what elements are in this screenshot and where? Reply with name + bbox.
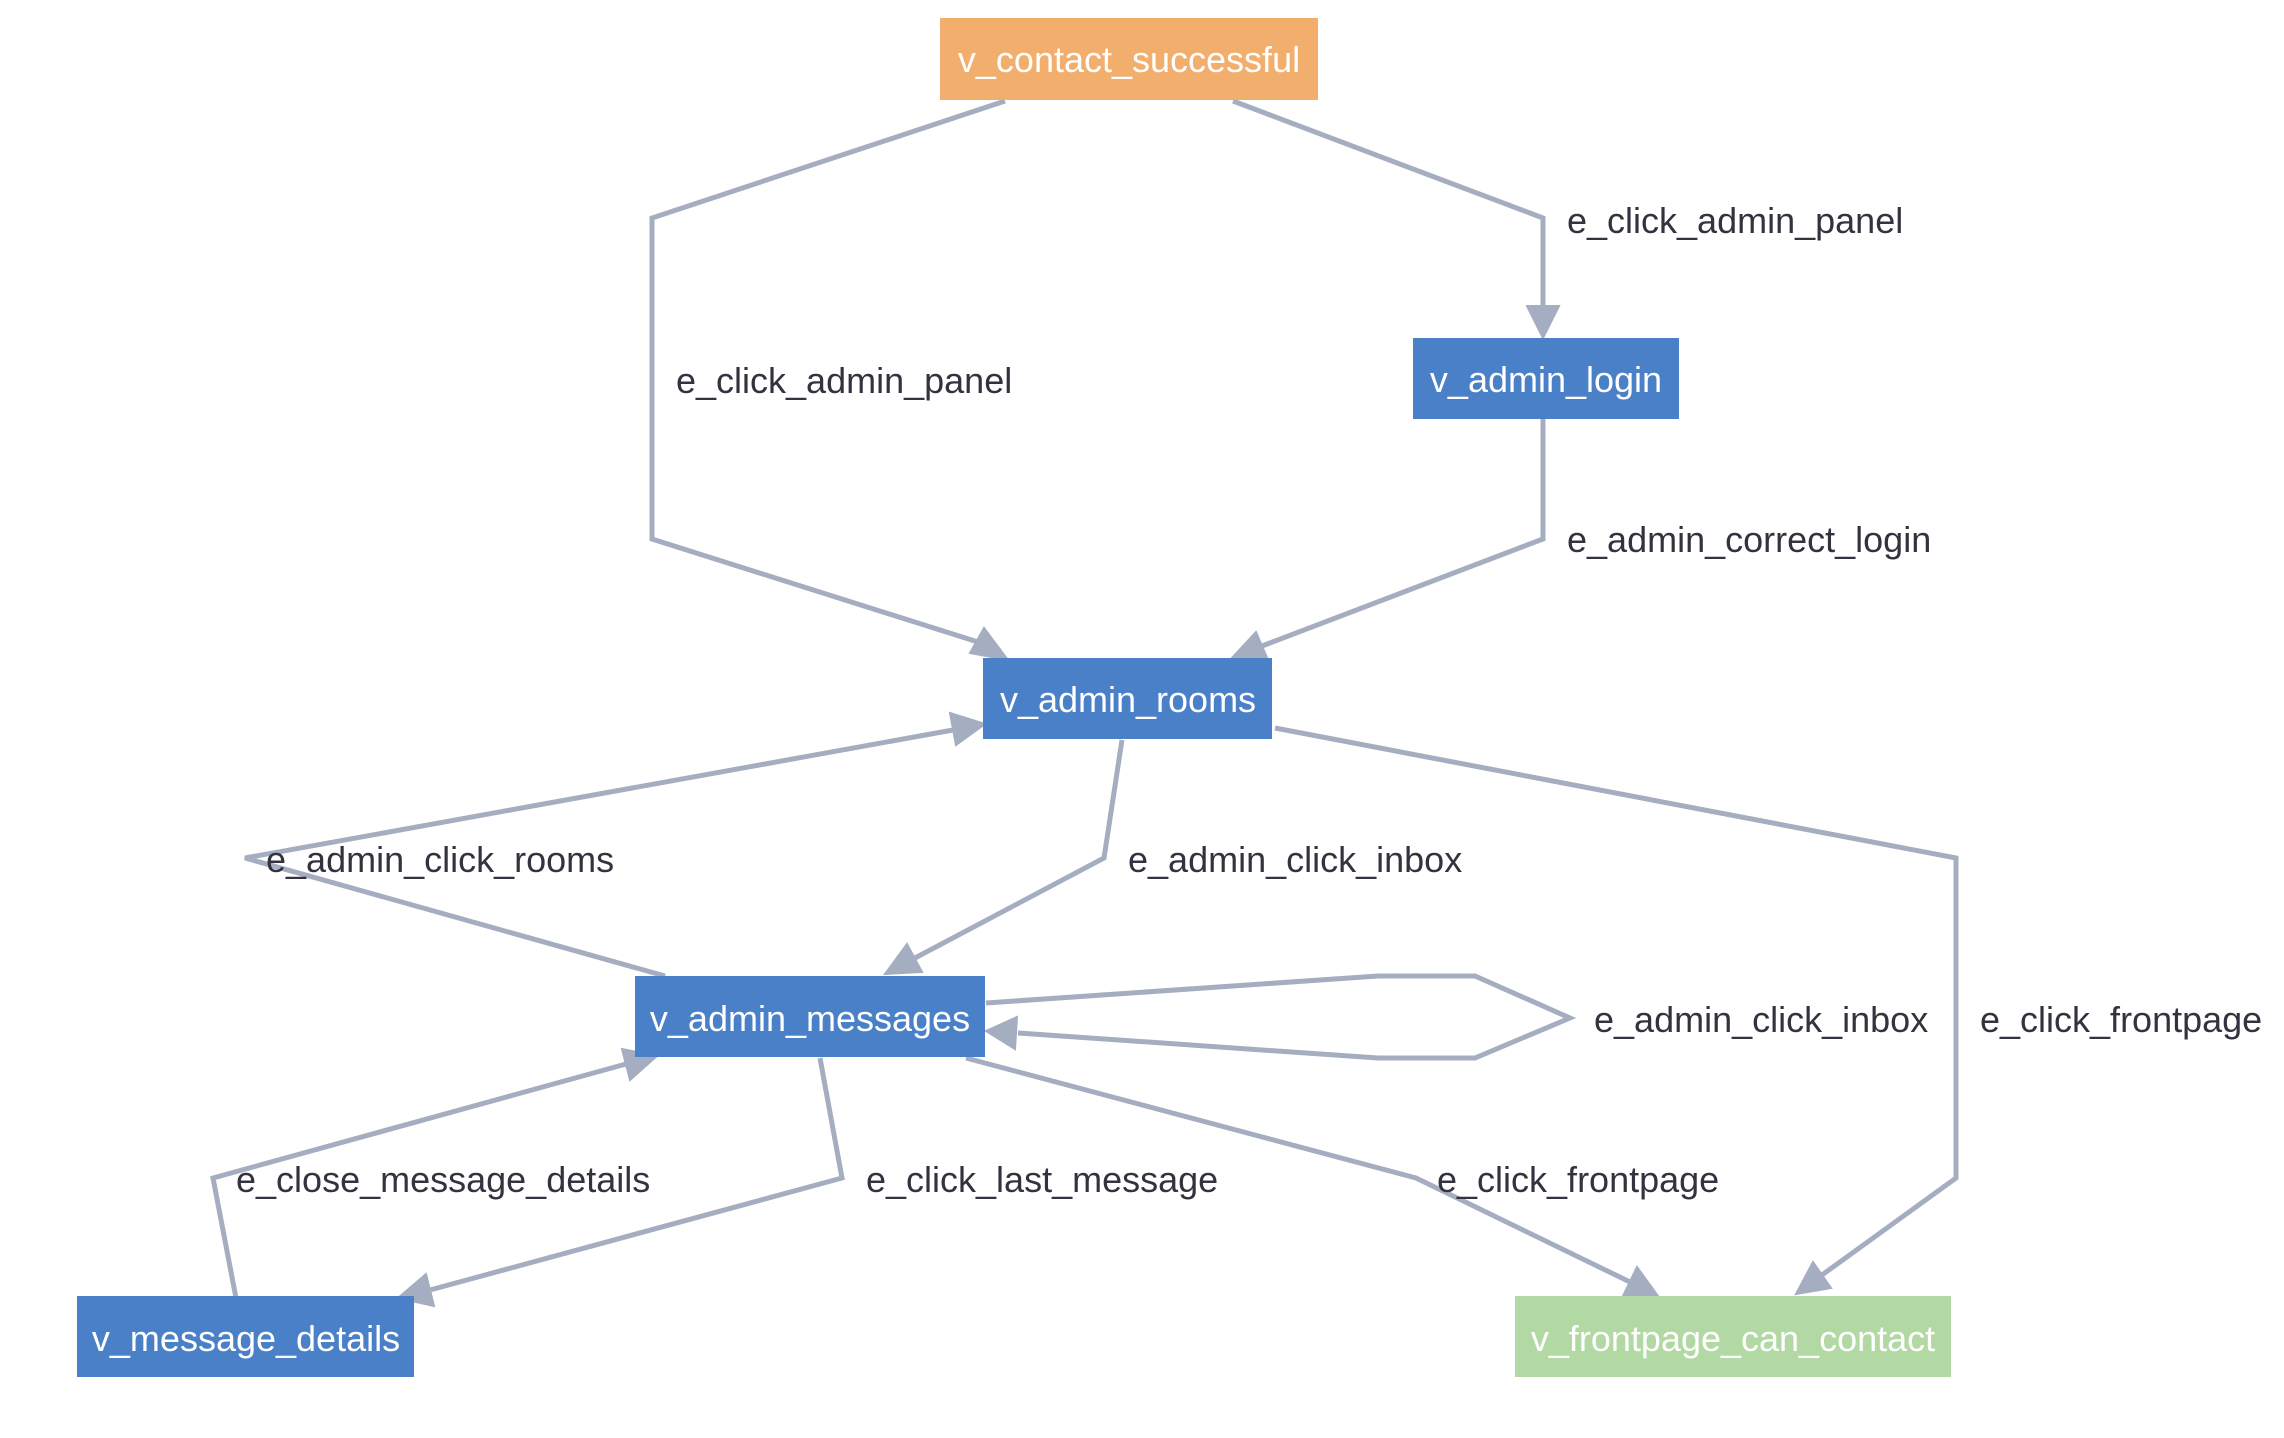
- node-box[interactable]: [940, 18, 1318, 100]
- node-contact-successful[interactable]: v_contact_successful: [940, 18, 1318, 100]
- edge-messages-to-frontpage: e_click_frontpage: [965, 1055, 1719, 1297]
- edge-label-rooms-to-messages: e_admin_click_inbox: [1128, 839, 1462, 880]
- edge-line: [965, 1055, 1632, 1285]
- edge-line: [649, 98, 1006, 645]
- edge-label-messages-to-frontpage: e_click_frontpage: [1437, 1159, 1719, 1200]
- edge-line: [1261, 418, 1546, 649]
- nodes: v_contact_successful v_admin_login v_adm…: [77, 18, 1951, 1377]
- node-message-details[interactable]: v_message_details: [77, 1296, 414, 1377]
- node-box[interactable]: [1413, 338, 1679, 419]
- arrow-head: [968, 626, 1011, 662]
- edge-label-messages-to-details: e_click_last_message: [866, 1159, 1218, 1200]
- edge-line: [985, 973, 1577, 1061]
- node-box[interactable]: [1515, 1296, 1951, 1377]
- edges: e_click_admin_panel e_click_admin_panel …: [210, 98, 2262, 1308]
- node-label: v_message_details: [92, 1318, 400, 1359]
- edge-line: [913, 739, 1125, 961]
- node-label: v_contact_successful: [958, 39, 1300, 80]
- edge-label-messages-self: e_admin_click_inbox: [1594, 999, 1928, 1040]
- edge-line: [1274, 725, 1959, 1278]
- node-frontpage-can-contact[interactable]: v_frontpage_can_contact: [1515, 1296, 1951, 1377]
- arrow-head: [1227, 630, 1270, 661]
- edge-label-details-to-messages: e_close_message_details: [236, 1159, 650, 1200]
- edge-messages-to-rooms: e_admin_click_rooms: [244, 711, 988, 979]
- node-admin-rooms[interactable]: v_admin_rooms: [983, 658, 1272, 739]
- edge-details-to-messages: e_close_message_details: [210, 1047, 660, 1299]
- node-label: v_admin_login: [1430, 359, 1662, 400]
- edge-contact-to-rooms: e_click_admin_panel: [649, 98, 1012, 662]
- arrow-head: [1794, 1260, 1833, 1296]
- edge-rooms-to-messages: e_admin_click_inbox: [882, 739, 1462, 976]
- edge-label-contact-to-login: e_click_admin_panel: [1567, 200, 1903, 241]
- arrow-head: [1525, 305, 1561, 341]
- node-admin-messages[interactable]: v_admin_messages: [635, 976, 985, 1057]
- edge-label-login-to-rooms: e_admin_correct_login: [1567, 519, 1931, 560]
- edge-label-contact-to-rooms: e_click_admin_panel: [676, 360, 1012, 401]
- arrow-head: [948, 711, 988, 747]
- edge-line: [210, 1061, 627, 1299]
- edge-label-messages-to-rooms: e_admin_click_rooms: [266, 839, 614, 880]
- edge-rooms-to-frontpage: e_click_frontpage: [1274, 725, 2262, 1296]
- node-admin-login[interactable]: v_admin_login: [1413, 338, 1679, 419]
- edge-messages-self: e_admin_click_inbox: [983, 973, 1928, 1061]
- edge-line: [429, 1057, 845, 1293]
- edge-login-to-rooms: e_admin_correct_login: [1227, 418, 1931, 661]
- arrow-head: [983, 1015, 1019, 1051]
- node-label: v_admin_messages: [650, 998, 970, 1039]
- edge-line: [244, 727, 954, 979]
- node-box[interactable]: [983, 658, 1272, 739]
- node-label: v_frontpage_can_contact: [1531, 1318, 1935, 1359]
- node-box[interactable]: [635, 976, 985, 1057]
- arrow-head: [882, 942, 924, 976]
- edge-label-rooms-to-frontpage: e_click_frontpage: [1980, 999, 2262, 1040]
- node-box[interactable]: [77, 1296, 414, 1377]
- edge-line: [1232, 98, 1546, 306]
- node-label: v_admin_rooms: [1000, 679, 1256, 720]
- edge-contact-to-login: e_click_admin_panel: [1232, 98, 1903, 341]
